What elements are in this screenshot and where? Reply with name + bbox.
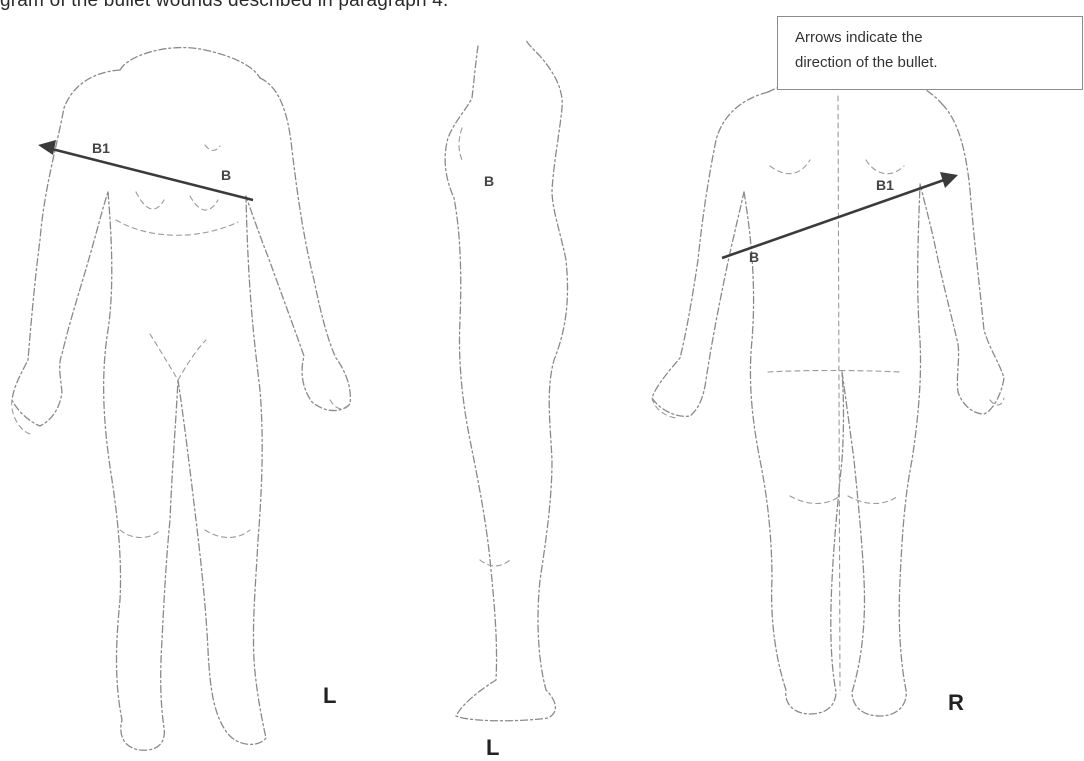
front-wound-label-b1: B1 — [92, 140, 110, 156]
back-arrow-head — [940, 172, 958, 188]
back-wound-label-b: B — [749, 249, 759, 265]
arrow-legend-callout: Arrows indicate the direction of the bul… — [777, 16, 1083, 90]
back-wound-label-b1: B1 — [876, 177, 894, 193]
profile-side-label: L — [486, 735, 499, 761]
callout-line-1: Arrows indicate the — [795, 25, 1082, 50]
front-side-label: L — [323, 683, 336, 709]
front-wound-label-b: B — [221, 167, 231, 183]
profile-body-figure — [445, 40, 567, 721]
back-bullet-arrow — [722, 180, 944, 258]
front-body-figure — [12, 48, 351, 751]
back-side-label: R — [948, 690, 964, 716]
callout-line-2: direction of the bullet. — [795, 50, 1082, 75]
profile-wound-label-b: B — [484, 173, 494, 189]
front-arrow-head — [38, 140, 56, 155]
back-body-figure — [652, 73, 1004, 716]
